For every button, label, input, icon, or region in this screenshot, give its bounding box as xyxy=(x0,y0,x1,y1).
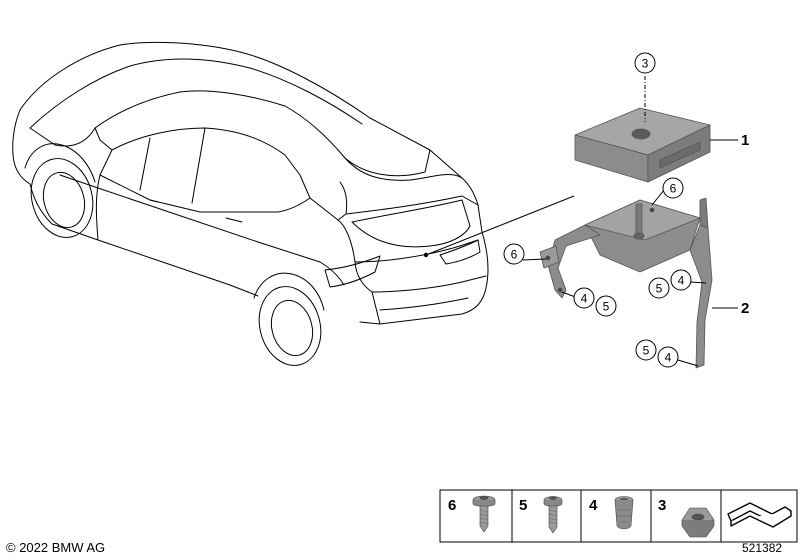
flange-screw-icon xyxy=(472,495,496,533)
diagram-number: 521382 xyxy=(742,541,783,555)
callout-nut-left: 4 5 xyxy=(561,287,617,317)
callout-nut-right: 5 4 xyxy=(648,269,707,299)
svg-text:3: 3 xyxy=(642,57,649,71)
svg-text:4: 4 xyxy=(665,351,672,365)
svg-text:5: 5 xyxy=(643,344,650,358)
vehicle-outline xyxy=(12,41,489,366)
svg-text:6: 6 xyxy=(511,248,518,262)
callout-nut-bottom: 5 4 xyxy=(635,339,699,368)
legend-item-6: 6 xyxy=(448,495,496,533)
svg-text:5: 5 xyxy=(603,300,610,314)
part-1-label: 1 xyxy=(741,132,749,149)
svg-text:4: 4 xyxy=(589,497,598,514)
copyright-notice: © 2022 BMW AG xyxy=(6,540,106,555)
callout-bracket-top-screw: 6 xyxy=(651,177,684,206)
legend-item-3: 3 xyxy=(658,497,715,538)
svg-text:5: 5 xyxy=(656,282,663,296)
expanding-nut-icon xyxy=(614,496,634,530)
svg-text:3: 3 xyxy=(658,497,666,514)
control-module xyxy=(574,107,711,183)
bracket-profile-icon xyxy=(727,502,792,528)
svg-text:6: 6 xyxy=(448,497,456,514)
svg-text:5: 5 xyxy=(519,497,527,514)
legend-item-5: 5 xyxy=(519,496,563,534)
screw-icon xyxy=(543,496,563,534)
callout-top-screw: 3 xyxy=(634,52,656,74)
svg-text:4: 4 xyxy=(678,274,685,288)
callouts: 3 6 6 4 5 5 4 xyxy=(503,52,707,368)
location-leader xyxy=(423,195,575,258)
callout-bracket-left-screw: 6 xyxy=(503,243,547,265)
hex-nut-icon xyxy=(681,507,715,538)
svg-text:4: 4 xyxy=(581,292,588,306)
parts-legend: 6 5 4 xyxy=(439,489,798,543)
legend-item-4: 4 xyxy=(589,496,634,530)
mounting-bracket xyxy=(539,197,713,369)
svg-text:6: 6 xyxy=(670,182,677,196)
part-2-label: 2 xyxy=(741,300,749,317)
